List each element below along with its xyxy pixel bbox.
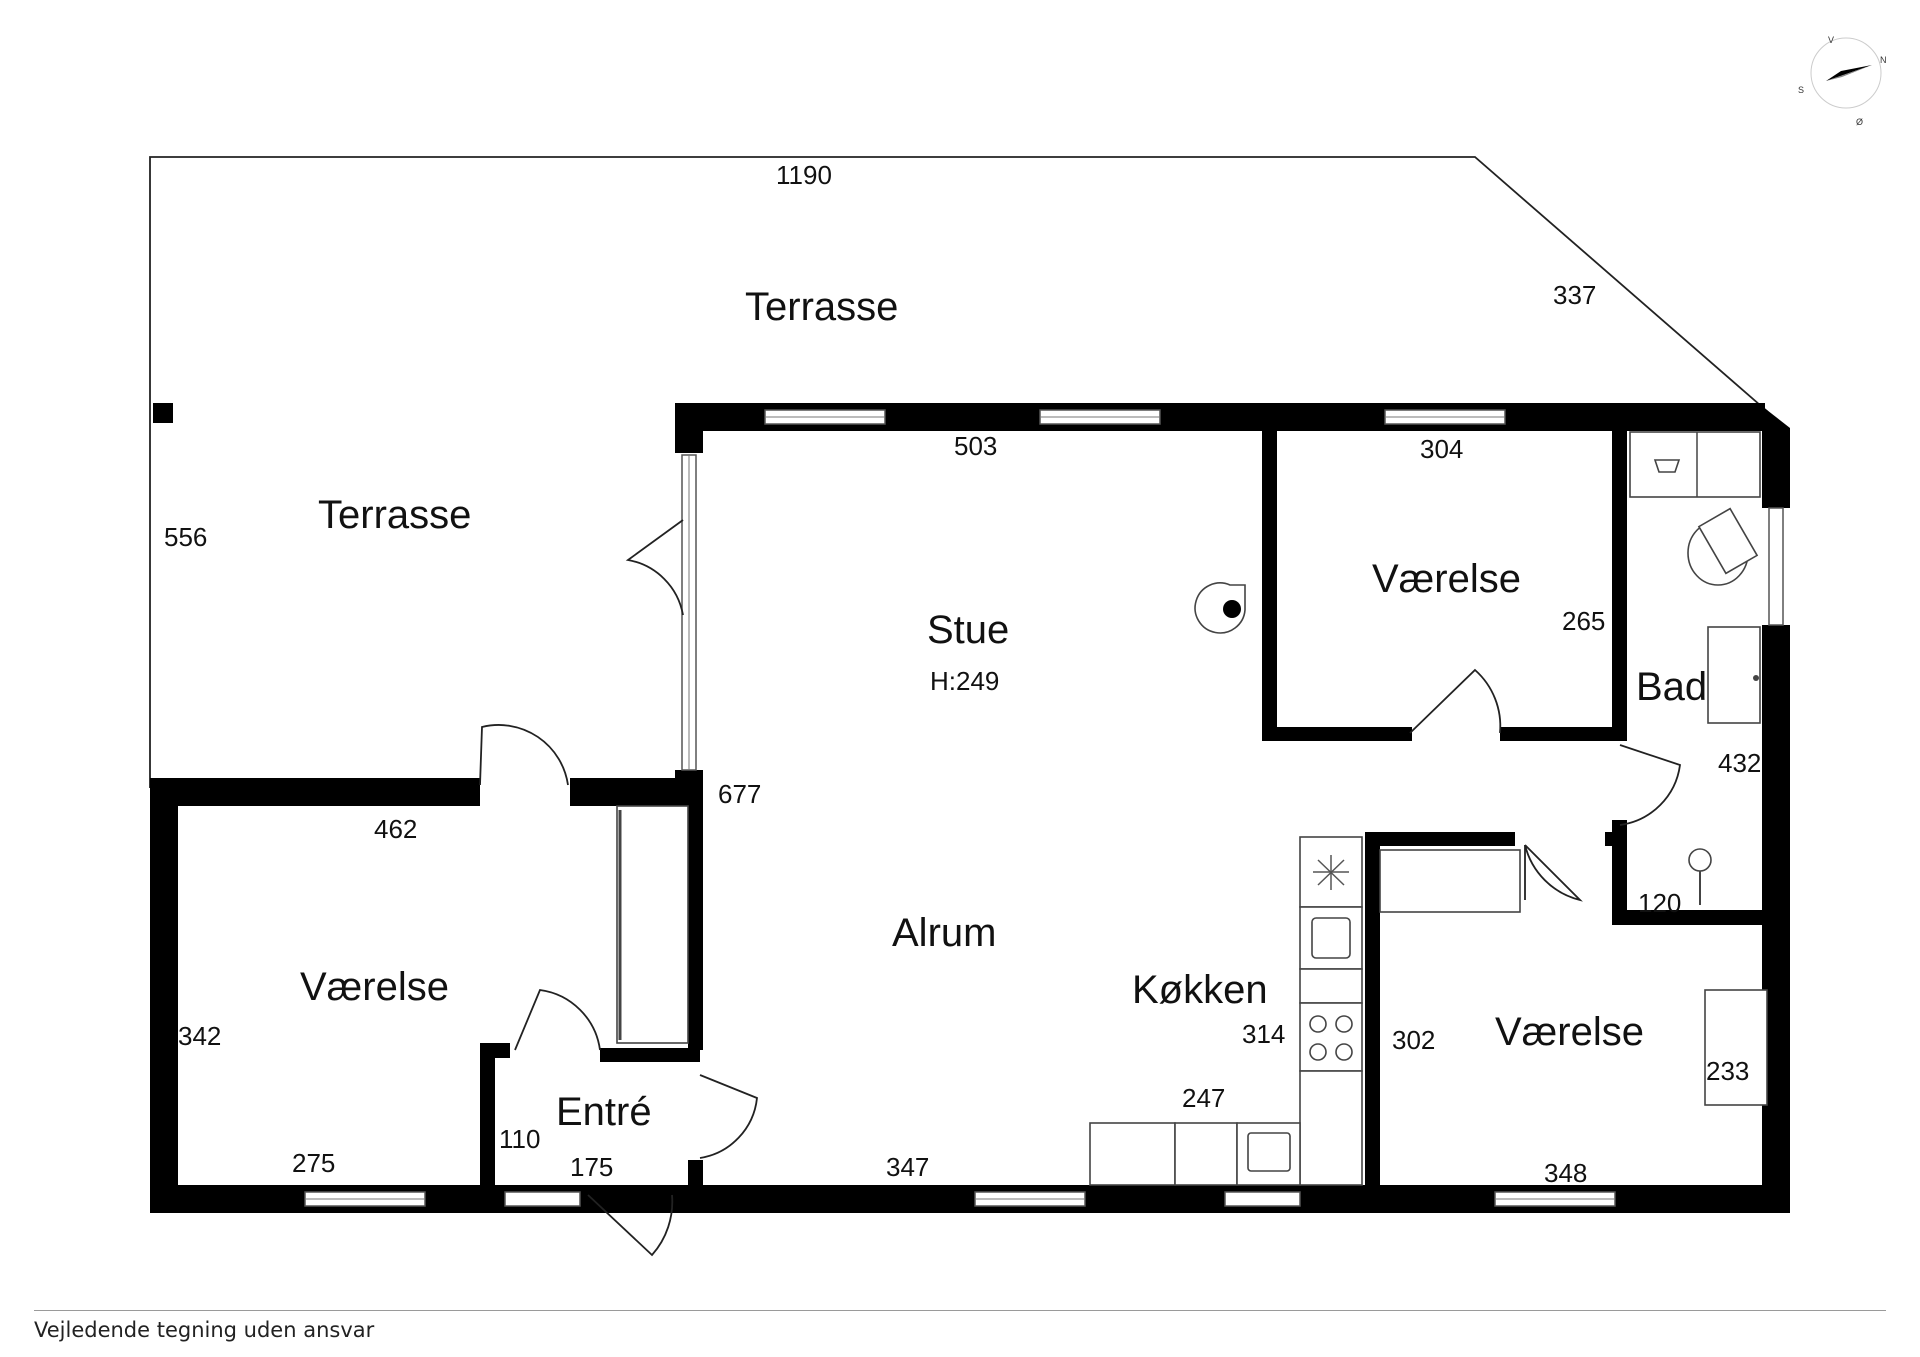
bathroom-fixtures	[1629, 431, 1761, 905]
compass-east: Ø	[1856, 117, 1863, 127]
room-koekken: Køkken	[1132, 968, 1268, 1012]
dim-koekken-height: 314	[1242, 1019, 1285, 1049]
kitchen-cabinet	[1379, 849, 1521, 913]
dim-vaerelse-right-height: 302	[1392, 1025, 1435, 1055]
window-bath	[1768, 507, 1784, 626]
room-stue: Stue	[927, 608, 1009, 652]
dim-vaerelse-top-width: 304	[1420, 434, 1463, 464]
dim-stue-width: 503	[954, 431, 997, 461]
dim-vaerelse-top-height: 265	[1562, 606, 1605, 636]
room-entre: Entré	[556, 1090, 652, 1134]
dim-entre-width: 175	[570, 1152, 613, 1182]
dim-vaerelse-left-bottom: 275	[292, 1148, 335, 1178]
room-vaerelse-left: Værelse	[300, 965, 449, 1009]
windows-bottom	[304, 1191, 1616, 1207]
disclaimer-text: Vejledende tegning uden ansvar	[34, 1318, 375, 1342]
sink-icon	[1707, 626, 1761, 724]
dim-vaerelse-left-width: 462	[374, 814, 417, 844]
footer-divider	[34, 1310, 1886, 1311]
dim-alrum-height: 677	[718, 779, 761, 809]
room-vaerelse-right: Værelse	[1495, 1010, 1644, 1054]
windows-top	[764, 409, 1506, 425]
dim-terrace-top: 1190	[776, 160, 832, 190]
terrace-outline	[149, 156, 1769, 788]
doors	[479, 519, 1681, 1257]
dim-closet-width: 233	[1706, 1056, 1749, 1086]
terrace-post	[153, 403, 173, 423]
compass-icon: N S Ø V	[1798, 35, 1887, 127]
shower-icon	[1688, 848, 1712, 872]
kitchen-fixtures	[1089, 836, 1521, 1186]
interior-walls	[480, 428, 1777, 1193]
hob-icon	[1299, 1002, 1363, 1072]
stove-icon	[1194, 582, 1246, 634]
wardrobe	[616, 805, 689, 1044]
compass-west: V	[1828, 35, 1834, 45]
dim-entre-height: 110	[499, 1124, 540, 1154]
stue-height: H:249	[930, 666, 999, 696]
dim-vaerelse-left-height: 342	[178, 1021, 221, 1051]
closet	[1704, 989, 1768, 1106]
dim-bad-height: 432	[1718, 748, 1761, 778]
dim-bad-width: 120	[1638, 888, 1681, 918]
dim-alrum-bottom: 347	[886, 1152, 929, 1182]
dim-koekken-width: 247	[1182, 1083, 1225, 1113]
dim-vaerelse-right-bottom: 348	[1544, 1158, 1587, 1188]
compass-south: S	[1798, 85, 1804, 95]
room-terrasse-left: Terrasse	[318, 493, 471, 537]
room-alrum: Alrum	[892, 911, 996, 955]
room-vaerelse-top: Værelse	[1372, 557, 1521, 601]
dim-terrace-left: 556	[164, 522, 207, 552]
room-bad: Bad	[1636, 665, 1707, 709]
room-terrasse-top: Terrasse	[745, 285, 898, 329]
compass-north: N	[1880, 55, 1887, 65]
dishwasher-icon	[1174, 1122, 1238, 1186]
dim-terrace-diagonal: 337	[1553, 280, 1596, 310]
